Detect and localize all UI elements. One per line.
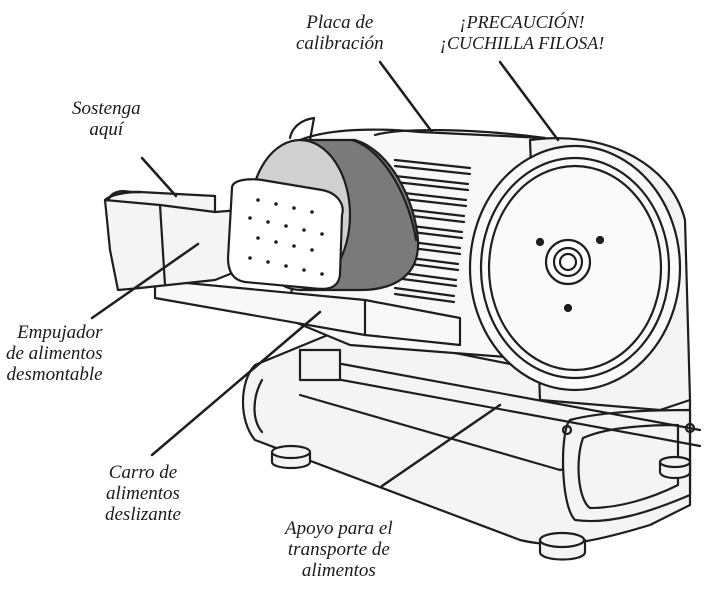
carriage-support-rod xyxy=(298,348,702,448)
label-calibration-line-2: calibración xyxy=(296,33,384,54)
label-hold-line-2: aquí xyxy=(89,119,124,140)
label-support-line-3: alimentos xyxy=(301,560,376,581)
label-pusher-line-2: de alimentos xyxy=(6,343,103,364)
label-carriage-line-2: alimentos xyxy=(106,483,180,504)
label-carriage-line-3: deslizante xyxy=(105,504,181,525)
label-blade-warning: ¡PRECAUCIÓN! ¡CUCHILLA FILOSA! xyxy=(440,12,604,54)
label-pusher-line-3: desmontable xyxy=(6,364,103,385)
label-food-pusher: Empujador de alimentos desmontable xyxy=(6,322,103,385)
label-hold-line-1: Sostenga xyxy=(72,98,141,119)
leader-carriage xyxy=(150,310,322,457)
food-carriage xyxy=(103,178,462,347)
leader-support xyxy=(380,403,502,488)
leader-lines xyxy=(90,60,560,488)
label-pusher-line-1: Empujador xyxy=(17,322,103,343)
leader-hold xyxy=(140,156,178,198)
label-warning-line-2: ¡CUCHILLA FILOSA! xyxy=(440,33,605,53)
leader-warning xyxy=(498,60,560,142)
label-warning-line-1: ¡PRECAUCIÓN! xyxy=(459,12,585,32)
label-support-line-1: Apoyo para el xyxy=(285,518,393,539)
label-support-line-2: transporte de xyxy=(287,539,390,560)
leader-pusher xyxy=(90,242,200,320)
label-calibration-plate: Placa de calibración xyxy=(296,12,384,54)
label-food-support: Apoyo para el transporte de alimentos xyxy=(285,518,393,581)
label-carriage-line-1: Carro de xyxy=(108,462,178,483)
slicer-blade-assembly xyxy=(468,137,692,412)
leader-calibration xyxy=(378,60,434,134)
label-calibration-line-1: Placa de xyxy=(306,12,374,33)
label-food-carriage: Carro de alimentos deslizante xyxy=(105,462,181,525)
label-hold-here: Sostenga aquí xyxy=(72,98,141,140)
slicer-feet xyxy=(270,444,692,561)
